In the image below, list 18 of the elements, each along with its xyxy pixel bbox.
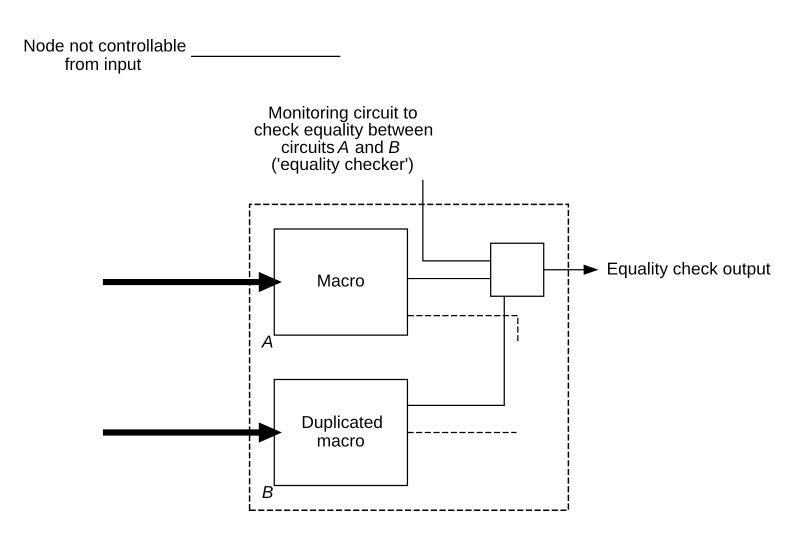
node-text: Monitoring circuit to check equality between circuits A and B ('equality checker') <box>254 102 434 174</box>
node-box: Duplicated macro <box>274 378 408 486</box>
cluster <box>248 203 570 510</box>
node-text: Node not controllable from input <box>23 35 186 74</box>
connector <box>408 296 505 406</box>
node-label: A <box>262 331 274 352</box>
node-label: B <box>262 482 274 502</box>
connector <box>408 431 517 433</box>
connector <box>422 179 490 261</box>
node-box: Macro <box>274 228 408 336</box>
connector <box>408 277 491 279</box>
node-box <box>490 242 544 296</box>
connector <box>191 55 340 56</box>
connector <box>408 314 518 341</box>
node-text: Equality check output <box>606 258 771 278</box>
arrow <box>102 271 282 292</box>
arrow <box>102 422 282 442</box>
arrow <box>544 264 598 274</box>
